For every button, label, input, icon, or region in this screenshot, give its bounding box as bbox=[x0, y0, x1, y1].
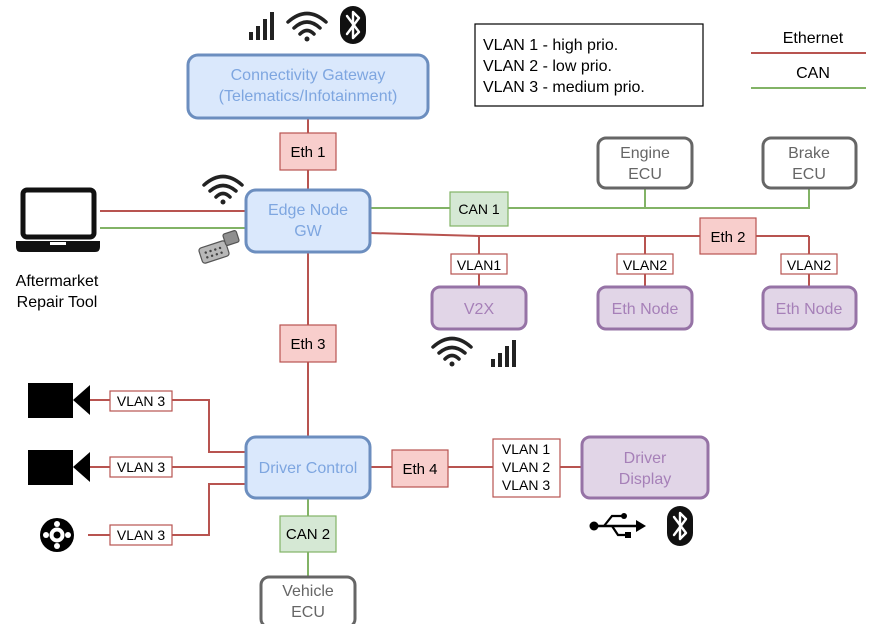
connectivity-gateway-node[interactable]: Connectivity Gateway (Telematics/Infotai… bbox=[186, 53, 430, 120]
driver-display-node[interactable]: Driver Display bbox=[580, 435, 710, 500]
driver-display-label-line-2: Display bbox=[619, 471, 671, 488]
repair-tool-label: Aftermarket Repair Tool bbox=[16, 273, 99, 311]
eth-node-2[interactable]: Eth Node bbox=[761, 285, 858, 331]
bluetooth-icon bbox=[340, 6, 366, 44]
vlan-camera-1-label: VLAN 3 bbox=[117, 393, 165, 409]
legend-vlan-2: VLAN 2 - low prio. bbox=[483, 58, 612, 75]
driver-control-label: Driver Control bbox=[259, 460, 358, 477]
vlan-priority-legend: VLAN 1 - high prio. VLAN 2 - low prio. V… bbox=[474, 23, 704, 107]
can-2-label: CAN 2 bbox=[286, 526, 330, 543]
vehicle-ecu-node[interactable]: Vehicle ECU bbox=[259, 575, 357, 624]
eth-node-1[interactable]: Eth Node bbox=[596, 285, 694, 331]
link-type-legend: Ethernet CAN bbox=[751, 30, 866, 89]
legend-ethernet-label: Ethernet bbox=[783, 30, 844, 47]
vehicle-ecu-label-line-1: Vehicle bbox=[282, 583, 334, 600]
edge-node-label-line-2: GW bbox=[294, 223, 322, 240]
eth-node-1-label: Eth Node bbox=[612, 301, 679, 318]
gateway-label-line-2: (Telematics/Infotainment) bbox=[219, 88, 398, 105]
engine-ecu-label-line-1: Engine bbox=[620, 145, 670, 162]
legend-vlan-1: VLAN 1 - high prio. bbox=[483, 37, 618, 54]
driver-control-node[interactable]: Driver Control bbox=[244, 435, 372, 500]
eth-1-label-box: Eth 1 bbox=[279, 132, 337, 171]
brake-ecu-label-line-1: Brake bbox=[788, 145, 830, 162]
link-can-bus bbox=[370, 188, 810, 209]
link-camera-1 bbox=[172, 399, 246, 453]
vlan-display-label-2: VLAN 2 bbox=[502, 459, 550, 475]
gateway-label-line-1: Connectivity Gateway bbox=[231, 67, 386, 84]
eth-1-label: Eth 1 bbox=[290, 144, 325, 161]
camera-icon bbox=[28, 383, 90, 418]
edge-node-gw[interactable]: Edge Node GW bbox=[244, 188, 372, 254]
vlan-display-label-3: VLAN 3 bbox=[502, 477, 550, 493]
vlan-camera-1-label-box: VLAN 3 bbox=[109, 390, 173, 412]
vlan-v2x-label-box: VLAN1 bbox=[450, 253, 508, 275]
eth-2-label-box: Eth 2 bbox=[699, 217, 757, 255]
bluetooth-icon bbox=[667, 506, 693, 546]
repair-tool-label-line-2: Repair Tool bbox=[17, 294, 98, 311]
camera-icon bbox=[28, 450, 90, 485]
can-1-label: CAN 1 bbox=[458, 201, 499, 217]
usb-icon bbox=[589, 513, 646, 538]
vlan-eth-node-2-label: VLAN2 bbox=[787, 257, 832, 273]
engine-ecu-node[interactable]: Engine ECU bbox=[596, 136, 694, 190]
vlan-eth-node-1-label: VLAN2 bbox=[623, 257, 668, 273]
eth-3-label-box: Eth 3 bbox=[279, 324, 337, 363]
v2x-node[interactable]: V2X bbox=[430, 285, 528, 331]
vlan-camera-2-label-box: VLAN 3 bbox=[109, 456, 173, 478]
can-1-label-box: CAN 1 bbox=[449, 191, 509, 227]
vlan-steering-label: VLAN 3 bbox=[117, 527, 165, 543]
driver-display-label-line-1: Driver bbox=[624, 450, 667, 467]
eth-node-2-label: Eth Node bbox=[776, 301, 843, 318]
vlan-display-label-box: VLAN 1 VLAN 2 VLAN 3 bbox=[492, 438, 561, 498]
wifi-icon bbox=[202, 174, 244, 205]
eth-4-label-box: Eth 4 bbox=[391, 449, 449, 488]
vlan-display-label-1: VLAN 1 bbox=[502, 441, 550, 457]
link-steering bbox=[172, 483, 246, 536]
wifi-icon bbox=[431, 336, 473, 367]
obd-connector-icon bbox=[198, 230, 240, 264]
vlan-eth-node-2-label-box: VLAN2 bbox=[780, 253, 838, 275]
can-2-label-box: CAN 2 bbox=[279, 515, 337, 553]
eth-3-label: Eth 3 bbox=[290, 336, 325, 353]
legend-vlan-3: VLAN 3 - medium prio. bbox=[483, 79, 645, 96]
legend-can-label: CAN bbox=[796, 65, 830, 82]
v2x-label: V2X bbox=[464, 301, 495, 318]
repair-tool-label-line-1: Aftermarket bbox=[16, 273, 99, 290]
vlan-steering-label-box: VLAN 3 bbox=[109, 524, 173, 546]
vlan-camera-2-label: VLAN 3 bbox=[117, 459, 165, 475]
eth-2-label: Eth 2 bbox=[710, 229, 745, 246]
brake-ecu-node[interactable]: Brake ECU bbox=[761, 136, 858, 190]
wifi-icon bbox=[286, 11, 328, 42]
vlan-v2x-label: VLAN1 bbox=[457, 257, 502, 273]
signal-bars-icon bbox=[249, 12, 274, 40]
signal-bars-icon bbox=[491, 340, 516, 367]
laptop-icon bbox=[16, 187, 100, 252]
eth-4-label: Eth 4 bbox=[402, 461, 437, 478]
edge-node-label-line-1: Edge Node bbox=[268, 202, 348, 219]
steering-wheel-icon bbox=[40, 518, 74, 552]
vlan-eth-node-1-label-box: VLAN2 bbox=[616, 253, 674, 275]
brake-ecu-label-line-2: ECU bbox=[792, 166, 826, 183]
engine-ecu-label-line-2: ECU bbox=[628, 166, 662, 183]
vehicle-ecu-label-line-2: ECU bbox=[291, 604, 325, 621]
